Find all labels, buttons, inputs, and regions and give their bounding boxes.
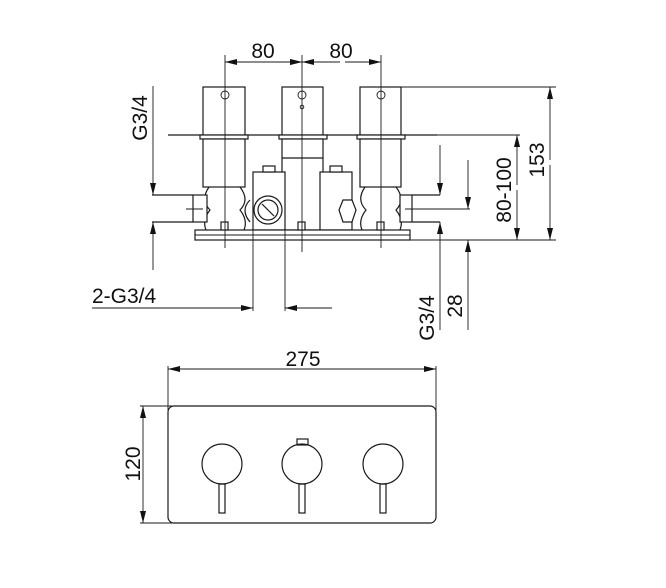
left-valve-cap <box>202 86 246 136</box>
right-plug <box>338 199 357 223</box>
dim-outlet-right: G3/4 <box>416 295 439 341</box>
middle-handle-lever <box>298 483 306 514</box>
left-valve-body <box>202 138 246 188</box>
dim-spacing-left: 80 <box>251 40 274 63</box>
right-valve-cap <box>359 86 402 136</box>
dim-height: 120 <box>122 446 145 481</box>
left-handle-knob <box>201 443 243 485</box>
right-elbow <box>360 186 402 231</box>
right-handle-lever <box>379 483 387 514</box>
dim-wall-depth: 80-100 <box>493 157 516 222</box>
left-handle-lever <box>218 483 226 514</box>
middle-flange <box>278 134 328 140</box>
middle-handle-knob <box>281 443 323 485</box>
left-elbow <box>204 186 246 231</box>
dim-spacing-right: 80 <box>329 40 352 63</box>
dim-inlet-left: G3/4 <box>129 95 152 141</box>
dim-width: 275 <box>285 348 320 371</box>
side-view: 80 80 153 80-100 G3/4 G3/4 28 2-G3/4 <box>92 40 556 341</box>
dim-total-height: 153 <box>526 142 549 177</box>
left-flange <box>199 134 249 140</box>
middle-indicator-tab <box>296 438 309 446</box>
middle-valve-cap <box>281 86 324 136</box>
right-valve-body <box>359 138 402 188</box>
right-handle-knob <box>362 443 404 485</box>
middle-valve-body <box>281 138 324 231</box>
dim-bottom-outlets: 2-G3/4 <box>92 285 157 308</box>
trim-plate <box>167 405 437 524</box>
dim-outlet-offset: 28 <box>444 294 467 317</box>
front-view: 275 120 <box>122 348 437 524</box>
